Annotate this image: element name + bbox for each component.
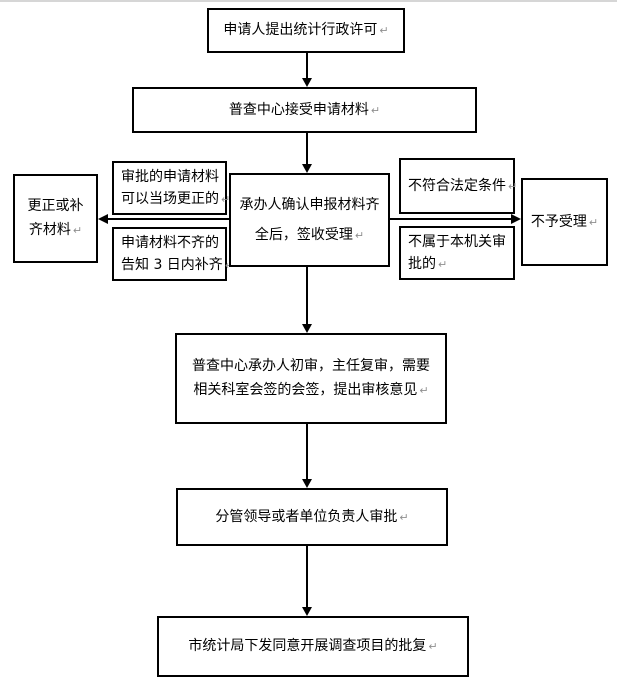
node-text-line: 市统计局下发同意开展调查项目的批复↵ [188, 638, 438, 654]
arrow-accept-to-confirm-shaft [306, 133, 308, 164]
paragraph-return-mark: ↵ [72, 224, 83, 237]
paragraph-return-mark: ↵ [370, 103, 381, 117]
arrow-apply-to-accept-shaft [306, 53, 308, 78]
node-text-line: 可以当场更正的↵ [121, 190, 231, 207]
arrow-approve-to-issue-head [302, 607, 312, 616]
arrow-confirm-to-reject-shaft [390, 218, 511, 220]
node-census-center-accepts: 普查中心接受申请材料↵ [132, 87, 477, 133]
node-onsite-correction-case: 审批的申请材料可以当场更正的↵ [112, 161, 231, 215]
arrow-confirm-to-review-shaft [306, 267, 308, 324]
node-not-legal-condition-case: 不符合法定条件↵ [399, 158, 518, 214]
node-text-line: 分管领导或者单位负责人审批↵ [215, 508, 409, 525]
node-handler-confirms-accepts: 承办人确认申报材料齐全后，签收受理↵ [229, 173, 390, 267]
arrow-review-to-approve-shaft [306, 424, 308, 479]
node-text-line: 告知 3 日内补齐↵ [121, 254, 234, 277]
node-reject: 不予受理↵ [521, 178, 608, 266]
arrow-accept-to-confirm-head [302, 164, 312, 173]
node-text-line: 普查中心接受申请材料↵ [228, 101, 381, 118]
node-text-line: 全后，签收受理↵ [254, 226, 365, 243]
paragraph-return-mark: ↵ [419, 384, 429, 397]
paragraph-return-mark: ↵ [428, 640, 438, 653]
arrow-apply-to-accept-head [302, 78, 312, 87]
node-text-line: 齐材料↵ [28, 222, 83, 238]
node-text-line: 承办人确认申报材料齐 [239, 196, 380, 213]
arrow-confirm-to-review-head [302, 324, 312, 333]
node-review-countersign: 普查中心承办人初审，主任复审，需要相关科室会签的会签，提出审核意见↵ [175, 333, 447, 424]
node-text-line: 申请材料不齐的 [121, 234, 219, 251]
node-leader-approval: 分管领导或者单位负责人审批↵ [176, 488, 448, 546]
node-text-line: 更正或补 [27, 198, 84, 214]
arrow-confirm-to-correct-head [98, 214, 108, 224]
node-text-line: 不属于本机关审 [408, 233, 506, 250]
paragraph-return-mark: ↵ [399, 510, 409, 524]
arrow-confirm-to-reject-head [511, 214, 521, 224]
node-text-line: 申请人提出统计行政许可↵ [223, 22, 389, 38]
node-text-line: 批的↵ [408, 255, 448, 272]
paragraph-return-mark: ↵ [221, 192, 231, 206]
node-issue-reply: 市统计局下发同意开展调查项目的批复↵ [157, 616, 469, 677]
node-text-line: 审批的申请材料 [121, 168, 219, 185]
top-border-rule [0, 0, 617, 2]
arrow-approve-to-issue-shaft [306, 546, 308, 607]
paragraph-return-mark: ↵ [354, 228, 365, 242]
paragraph-return-mark: ↵ [379, 24, 389, 37]
node-applicant-request: 申请人提出统计行政许可↵ [207, 8, 405, 53]
node-text-line: 普查中心承办人初审，主任复审，需要 [192, 358, 430, 374]
node-text-line: 不符合法定条件↵ [408, 177, 518, 194]
node-text-line: 相关科室会签的会签，提出审核意见↵ [193, 382, 429, 398]
arrow-review-to-approve-head [302, 479, 312, 488]
node-correct-or-complete: 更正或补齐材料↵ [13, 174, 98, 263]
paragraph-return-mark: ↵ [438, 257, 448, 271]
node-text-line: 不予受理↵ [530, 213, 599, 230]
node-not-this-agency-case: 不属于本机关审批的↵ [399, 226, 515, 280]
paragraph-return-mark: ↵ [508, 179, 518, 193]
paragraph-return-mark: ↵ [588, 215, 599, 229]
arrow-confirm-to-correct-shaft [108, 218, 229, 220]
